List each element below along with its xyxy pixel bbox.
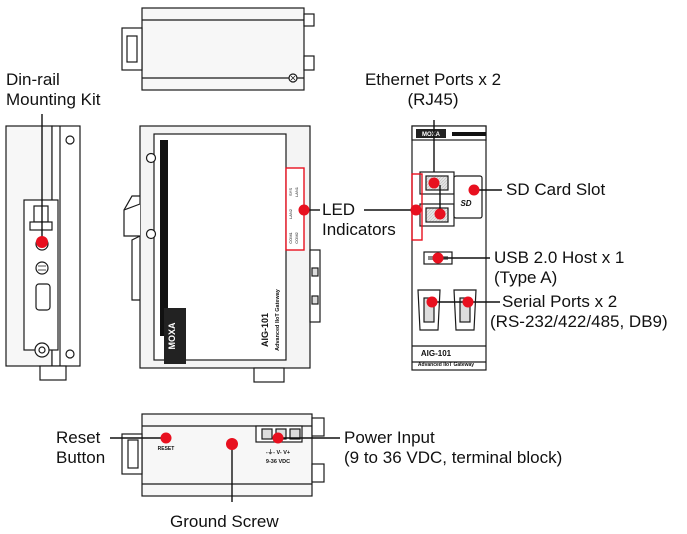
usb-label: USB 2.0 Host x 1 (Type A) [494,248,624,288]
bottom-power-terminal: -⏚- V- V+ [266,449,290,456]
serial-dot-1 [426,296,438,308]
front-model-text: AIG-101 [260,313,270,347]
serial-label: Serial Ports x 2 (RS-232/422/485, DB9) [490,292,668,332]
din-rail-label-line1: Din-rail [6,70,60,89]
right-brand-text: MOXA [422,132,441,138]
led-label-line2: Indicators [322,220,396,239]
ethernet-label-line2: (RJ45) [407,90,459,109]
sd-dot [468,184,480,196]
reset-label-line1: Reset [56,428,101,447]
led-label: LED Indicators [322,200,396,240]
left-side-view [5,125,81,381]
led-dot-front [298,204,310,216]
callout-dots [36,177,480,450]
led-label-com1: COM1 [288,231,293,243]
led-label-sys: SYS [288,188,293,196]
right-model-subtitle: Advanced IIoT Gateway [418,362,474,368]
reset-label-line2: Button [56,448,106,467]
reset-dot [160,432,172,444]
serial-label-line1: Serial Ports x 2 [502,292,618,311]
usb-dot [432,252,444,264]
usb-label-line1: USB 2.0 Host x 1 [494,248,625,267]
din-rail-label-line2: Mounting Kit [6,90,101,109]
power-dot [272,432,284,444]
led-label-com2: COM2 [294,231,299,243]
reset-label: Reset Button [56,428,105,468]
power-label-line1: Power Input [344,428,435,447]
ethernet-label: Ethernet Ports x 2 (RJ45) [360,70,506,110]
front-model-subtitle: Advanced IIoT Gateway [275,288,281,351]
right-model-text: AIG-101 [421,349,452,358]
serial-dot-2 [462,296,474,308]
ethernet-dot-1 [428,177,440,189]
ground-dot [226,438,238,450]
top-view [121,7,315,91]
power-label-line2: (9 to 36 VDC, terminal block) [344,448,563,467]
front-brand-text: MOXA [167,322,177,350]
usb-label-line2: (Type A) [494,268,558,287]
bottom-view [121,413,325,497]
led-panel-front: SYS LAN1 LAN2 COM1 COM2 [285,167,305,251]
right-sd-mark: SD [460,199,471,208]
din-rail-dot [36,236,48,248]
sd-card-label: SD Card Slot [506,180,606,199]
led-label-lan2: LAN2 [288,208,293,219]
bottom-power-rating: 9-36 VDC [266,459,290,465]
front-view [123,125,321,383]
led-label-lan1: LAN1 [294,186,299,197]
bottom-reset-mark: RESET [158,446,175,452]
din-rail-label: Din-rail Mounting Kit [6,70,101,110]
led-label-line1: LED [322,200,356,219]
ground-label: Ground Screw [170,512,279,531]
led-dot-side [410,204,422,216]
ethernet-label-line1: Ethernet Ports x 2 [364,70,502,89]
right-side-view [411,125,487,371]
ethernet-dot-2 [434,208,446,220]
power-label: Power Input (9 to 36 VDC, terminal block… [344,428,562,468]
serial-label-line2: (RS-232/422/485, DB9) [490,312,668,331]
